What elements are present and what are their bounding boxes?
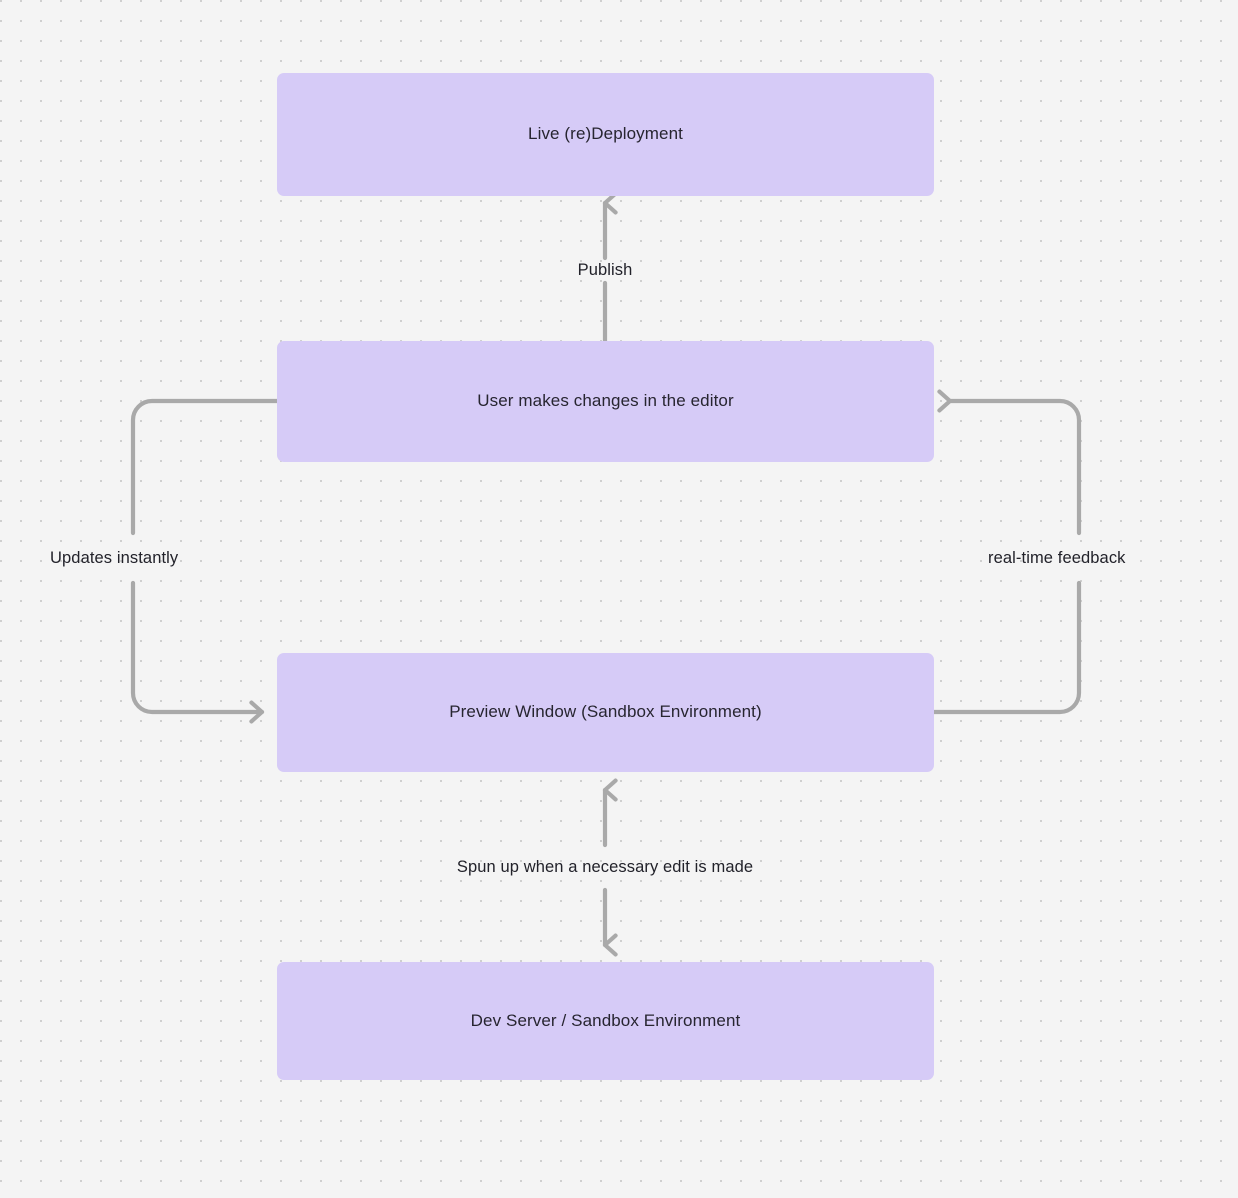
edge-label-publish: Publish bbox=[577, 260, 633, 279]
node-dev-server[interactable]: Dev Server / Sandbox Environment bbox=[277, 962, 934, 1080]
node-dev-server-label: Dev Server / Sandbox Environment bbox=[470, 1010, 741, 1030]
edge-real-time-feedback-lower bbox=[931, 580, 1082, 715]
edge-updates-instantly-upper bbox=[130, 398, 280, 536]
edge-label-real-time-feedback: real-time feedback bbox=[988, 548, 1126, 567]
node-user-edits-label: User makes changes in the editor bbox=[477, 391, 734, 411]
edge-updates-instantly-lower bbox=[130, 580, 265, 724]
node-preview-window[interactable]: Preview Window (Sandbox Environment) bbox=[277, 653, 934, 772]
edge-label-spun-up: Spun up when a necessary edit is made bbox=[456, 857, 754, 876]
node-live-deployment-label: Live (re)Deployment bbox=[528, 124, 683, 144]
edge-real-time-feedback-upper bbox=[937, 389, 1082, 536]
node-preview-window-label: Preview Window (Sandbox Environment) bbox=[449, 702, 762, 722]
node-user-edits[interactable]: User makes changes in the editor bbox=[277, 341, 934, 462]
node-live-deployment[interactable]: Live (re)Deployment bbox=[277, 73, 934, 196]
edge-label-updates-instantly: Updates instantly bbox=[50, 548, 179, 567]
